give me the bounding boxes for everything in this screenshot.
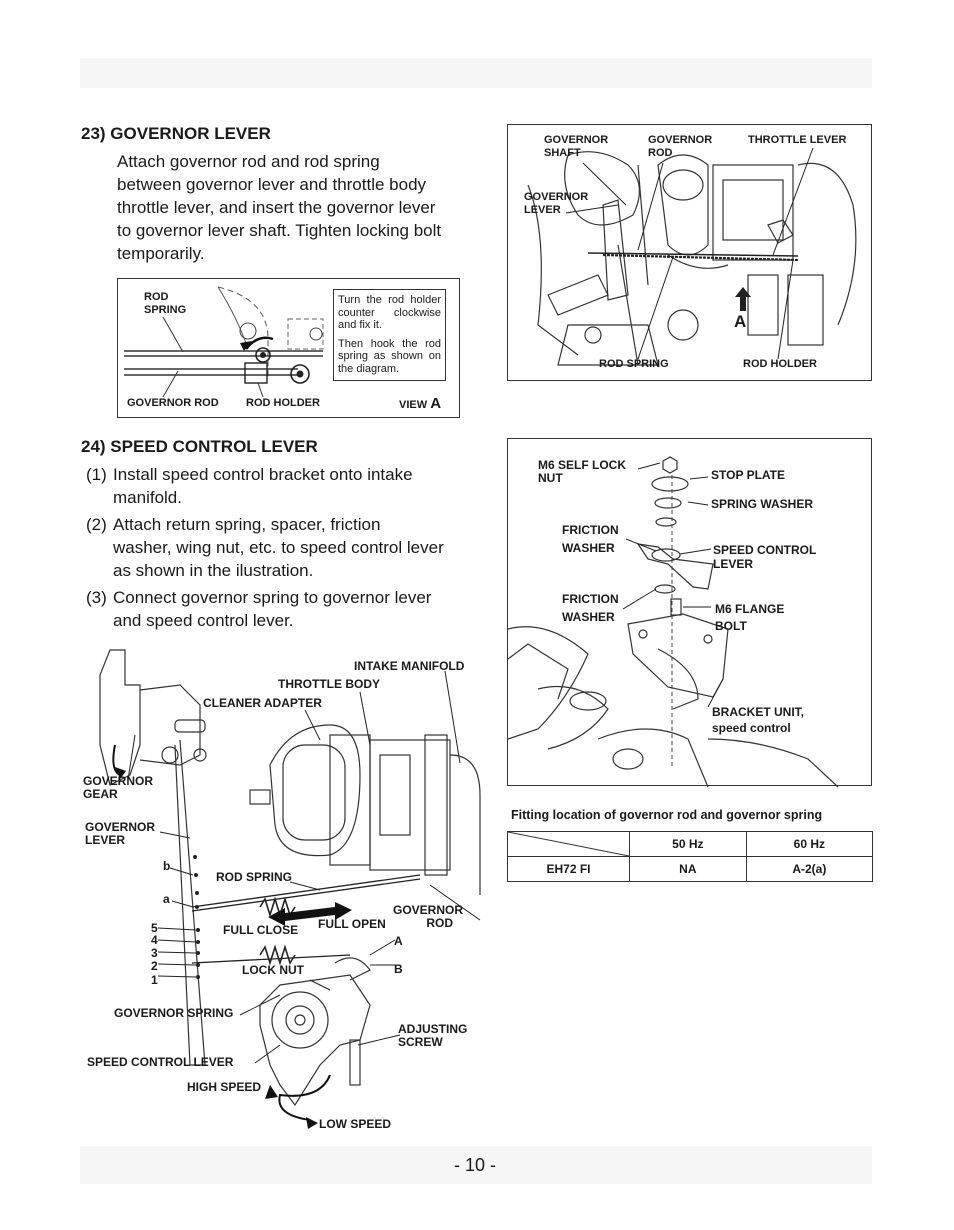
footer-band (80, 1146, 872, 1184)
position-b-label: B (394, 962, 403, 976)
section-23-line: between governor lever and throttle body (117, 175, 427, 194)
exploded-view-figure: M6 SELF LOCK NUT STOP PLATE SPRING WASHE… (507, 438, 872, 788)
item-line: Install speed control bracket onto intak… (113, 465, 413, 484)
governor-spring-label: GOVERNOR SPRING (114, 1006, 234, 1020)
throttle-lever-label: THROTTLE LEVER (748, 134, 847, 146)
table-header-row: 50 Hz 60 Hz (507, 831, 874, 857)
section-23-line: throttle lever, and insert the governor … (117, 198, 436, 217)
table-cell: A-2(a) (745, 856, 874, 882)
governor-lever-label: GOVERNOR LEVER (85, 820, 156, 847)
table-cell: EH72 FI (507, 856, 630, 882)
governor-shaft-label: GOVERNOR SHAFT (544, 134, 609, 159)
header-band (80, 58, 872, 88)
section-23-line: Attach governor rod and rod spring (117, 152, 380, 171)
throttle-body-label: THROTTLE BODY (278, 677, 380, 691)
hole-1-label: 1 (151, 973, 158, 987)
rod-spring-label: ROD SPRING (599, 358, 669, 370)
intake-manifold-label: INTAKE MANIFOLD (354, 659, 465, 673)
governor-assembly-drawing (99, 649, 481, 1129)
view-a-arrow-letter: A (734, 312, 747, 331)
governor-rod-label: GOVERNOR ROD (127, 397, 219, 409)
table-header-cell: 50 Hz (629, 831, 747, 857)
section-24-heading: 24) SPEED CONTROL LEVER (81, 437, 318, 456)
speed-control-lever-label: SPEED CONTROL LEVER (713, 543, 817, 571)
table-cell: NA (629, 856, 747, 882)
view-label: VIEW (399, 399, 428, 411)
high-speed-label: HIGH SPEED (187, 1080, 262, 1094)
low-speed-label: LOW SPEED (319, 1117, 392, 1131)
item-line: and speed control lever. (113, 611, 294, 630)
section-23-text: Attach governor rod and rod spring betwe… (117, 150, 441, 265)
item-line: manifold. (113, 488, 182, 507)
bracket-unit-sub-label: speed control (712, 721, 791, 735)
item-number: (3) (86, 588, 107, 607)
table-header-cell: 60 Hz (745, 831, 874, 857)
friction-washer-label: FRICTION WASHER (562, 523, 619, 555)
m6-flange-bolt-label: M6 FLANGE BOLT (715, 602, 785, 633)
page-number: - 10 - (454, 1155, 497, 1175)
position-a-label: A (394, 934, 403, 948)
list-item: (2) Attach return spring, spacer, fricti… (86, 513, 486, 582)
view-a-caption: VIEW A (399, 395, 442, 412)
exploded-view-drawing (507, 456, 839, 788)
view-a-note: Turn the rod holder counter clockwise an… (333, 289, 446, 381)
governor-rod-label: GOVERNOR ROD (393, 903, 464, 930)
list-item: (3) Connect governor spring to governor … (86, 586, 486, 632)
hole-a-label: a (163, 892, 170, 906)
full-close-label: FULL CLOSE (223, 923, 299, 937)
speed-control-lever-label: SPEED CONTROL LEVER (87, 1055, 234, 1069)
note-1: Turn the rod holder counter clockwise an… (338, 294, 441, 331)
fitting-table-caption: Fitting location of governor rod and gov… (511, 808, 823, 822)
fitting-table: 50 Hz 60 Hz EH72 FI NA A-2(a) (507, 831, 874, 882)
rod-spring-label: ROD SPRING (216, 870, 293, 884)
item-number: (1) (86, 465, 107, 484)
item-line: Attach return spring, spacer, friction (113, 515, 381, 534)
stop-plate-label: STOP PLATE (711, 468, 786, 482)
note-2: Then hook the rod spring as shown on the… (338, 337, 441, 375)
governor-rod-label: GOVERNOR ROD (648, 134, 713, 159)
rod-spring-label: ROD SPRING (144, 291, 187, 316)
governor-lever-label: GOVERNOR LEVER (524, 191, 589, 216)
rod-holder-label: ROD HOLDER (246, 397, 320, 409)
governor-gear-label: GOVERNOR GEAR (83, 774, 154, 801)
governor-photo-figure: GOVERNOR SHAFT GOVERNOR ROD THROTTLE LEV… (507, 124, 872, 381)
bracket-unit-label: BRACKET UNIT, (712, 705, 804, 719)
list-item: (1) Install speed control bracket onto i… (86, 463, 486, 509)
rod-holder-label: ROD HOLDER (743, 358, 817, 370)
hole-3-label: 3 (151, 946, 158, 960)
hole-5-label: 5 (151, 921, 158, 935)
item-line: Connect governor spring to governor leve… (113, 588, 432, 607)
diagonal-line (507, 831, 630, 857)
m6-self-lock-nut-label: M6 SELF LOCK NUT (538, 458, 627, 485)
hole-2-label: 2 (151, 959, 158, 973)
item-line: washer, wing nut, etc. to speed control … (113, 538, 444, 557)
spring-washer-label: SPRING WASHER (711, 497, 814, 511)
view-a-figure: ROD SPRING GOVERNOR ROD ROD HOLDER VIEW … (117, 278, 460, 418)
hole-4-label: 4 (151, 933, 158, 947)
section-23-heading: 23) GOVERNOR LEVER (81, 124, 271, 143)
adjusting-screw-label: ADJUSTING SCREW (398, 1022, 468, 1049)
full-open-label: FULL OPEN (318, 917, 386, 931)
section-23-line: to governor lever shaft. Tighten locking… (117, 221, 442, 240)
governor-assembly-figure: INTAKE MANIFOLD THROTTLE BODY CLEANER AD… (80, 645, 485, 1135)
view-a-drawing (124, 286, 324, 398)
item-line: as shown in the ilustration. (113, 561, 314, 580)
governor-photo-drawing (527, 147, 857, 366)
section-23-line: temporarily. (117, 244, 205, 263)
friction-washer-label-2: FRICTION WASHER (562, 592, 619, 624)
item-number: (2) (86, 515, 107, 534)
cleaner-adapter-label: CLEANER ADAPTER (203, 696, 322, 710)
section-24-list: (1) Install speed control bracket onto i… (86, 463, 486, 632)
view-letter: A (430, 395, 442, 412)
table-row: EH72 FI NA A-2(a) (507, 856, 874, 882)
hole-b-label: b (163, 859, 171, 873)
table-header-cell (507, 831, 630, 857)
lock-nut-label: LOCK NUT (242, 963, 304, 977)
